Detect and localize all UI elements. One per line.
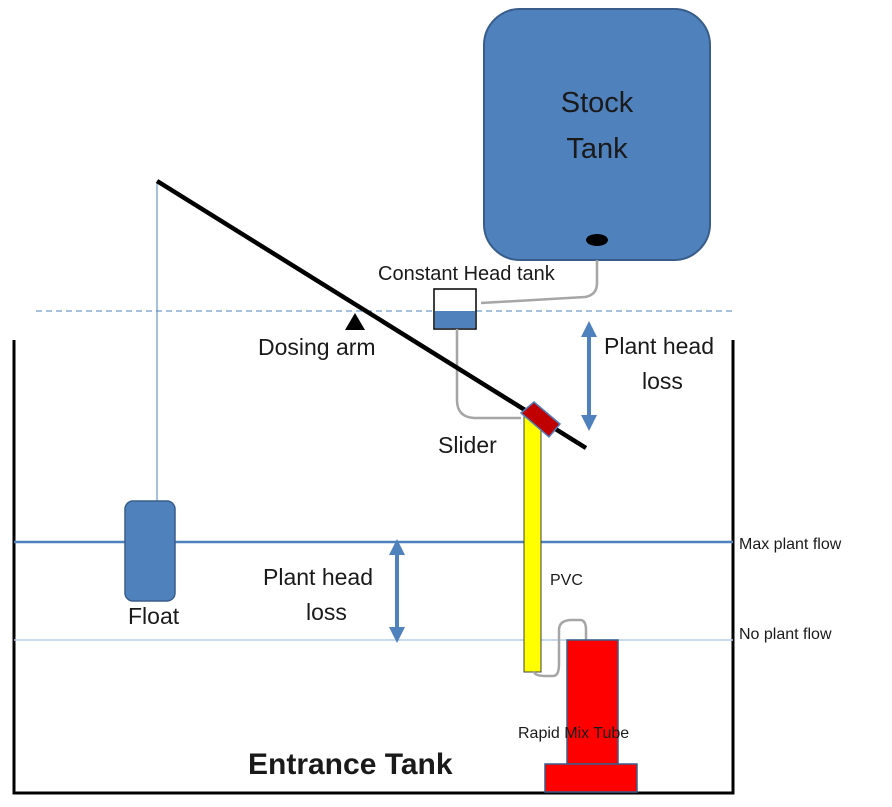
slider xyxy=(519,401,562,439)
entrance-tank-label: Entrance Tank xyxy=(248,748,453,781)
stock-to-head-tank-tube xyxy=(480,260,599,305)
pvc-pipe xyxy=(523,409,542,673)
rapid-mix-tube-label: Rapid Mix Tube xyxy=(518,725,629,742)
stock-tank-label-line1: Stock xyxy=(561,87,634,119)
constant-head-tank-water xyxy=(434,311,476,329)
constant-head-tank-label: Constant Head tank xyxy=(378,263,556,285)
stock-tank-label-line2: Tank xyxy=(566,133,628,165)
pvc-to-rapid-mix-tube xyxy=(532,618,588,678)
upper-head-loss-label-line2: loss xyxy=(642,368,683,394)
entrance-tank-wall xyxy=(12,340,735,795)
rapid-mix-tube xyxy=(566,639,619,765)
lower-head-loss-label-line2: loss xyxy=(306,599,347,625)
float-label: Float xyxy=(128,603,180,629)
dosing-arm xyxy=(155,179,588,450)
head-tank-to-slider-tube xyxy=(455,329,521,420)
pvc-label: PVC xyxy=(550,572,583,589)
dosing-arm-label: Dosing arm xyxy=(258,334,376,360)
rapid-mix-tube-base xyxy=(544,763,638,793)
slider-label: Slider xyxy=(438,432,497,458)
dosing-arm-pivot xyxy=(345,313,365,330)
stock-tank-outlet xyxy=(586,234,608,246)
upper-head-loss-label-line1: Plant head xyxy=(604,333,714,359)
no-plant-flow-label: No plant flow xyxy=(739,626,832,643)
max-plant-flow-label: Max plant flow xyxy=(739,536,842,553)
float xyxy=(124,500,176,602)
lower-head-loss-label-line1: Plant head xyxy=(263,564,373,590)
